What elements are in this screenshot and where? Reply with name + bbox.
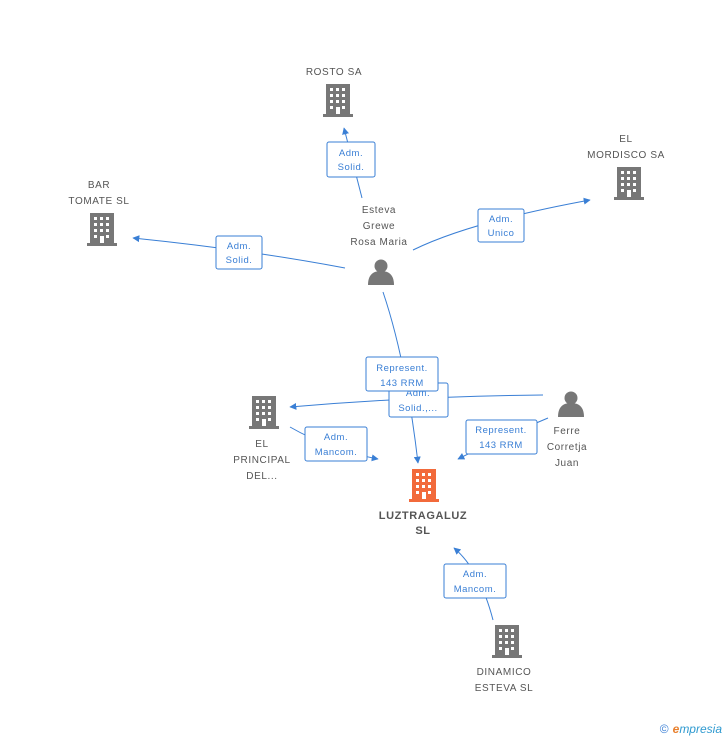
svg-text:Ferre: Ferre <box>554 426 581 437</box>
building-icon <box>614 167 644 200</box>
svg-text:TOMATE SL: TOMATE SL <box>68 196 129 207</box>
svg-text:Rosa Maria: Rosa Maria <box>350 237 407 248</box>
svg-text:DINAMICO: DINAMICO <box>477 667 532 678</box>
svg-text:EL: EL <box>619 134 632 145</box>
node-esteva[interactable]: Esteva Grewe Rosa Maria <box>350 205 407 285</box>
edge-label-principal-luz[interactable]: Adm. Mancom. <box>304 426 368 462</box>
svg-text:Adm.: Adm. <box>227 241 251 252</box>
person-icon <box>368 259 394 285</box>
building-icon <box>492 625 522 658</box>
node-dinamico[interactable]: DINAMICO ESTEVA SL <box>475 625 534 694</box>
edge-label-dinamico-luz[interactable]: Adm. Mancom. <box>443 563 507 599</box>
svg-text:Adm.: Adm. <box>406 388 430 399</box>
svg-text:LUZTRAGALUZ: LUZTRAGALUZ <box>379 510 467 522</box>
building-icon <box>323 84 353 117</box>
brand-initial: e <box>672 722 680 736</box>
node-ferre[interactable]: Ferre Corretja Juan <box>547 391 587 470</box>
brand-footer: ©empresia <box>660 722 722 736</box>
svg-text:Solid.: Solid. <box>338 162 365 173</box>
svg-text:BAR: BAR <box>88 180 110 191</box>
svg-text:Juan: Juan <box>555 458 579 469</box>
edge-label-ferre-luz[interactable]: Represent. 143 RRM <box>465 419 538 455</box>
svg-text:Adm.: Adm. <box>339 148 363 159</box>
svg-text:Mancom.: Mancom. <box>315 447 358 458</box>
node-rosto[interactable]: ROSTO SA <box>306 67 362 117</box>
edge-lines <box>132 127 591 621</box>
svg-text:DEL...: DEL... <box>246 471 277 482</box>
copyright-icon: © <box>659 722 669 736</box>
svg-text:143 RRM: 143 RRM <box>479 440 523 451</box>
node-el-principal[interactable]: EL PRINCIPAL DEL... <box>233 396 290 482</box>
svg-text:Unico: Unico <box>488 228 515 239</box>
building-icon <box>87 213 117 246</box>
svg-text:MORDISCO SA: MORDISCO SA <box>587 150 665 161</box>
svg-text:SL: SL <box>415 525 430 537</box>
svg-text:Represent.: Represent. <box>475 425 526 436</box>
svg-text:Solid.: Solid. <box>226 255 253 266</box>
svg-text:Esteva: Esteva <box>362 205 396 216</box>
svg-text:Grewe: Grewe <box>363 221 395 232</box>
svg-text:Solid.,...: Solid.,... <box>398 403 437 414</box>
svg-text:EL: EL <box>255 439 268 450</box>
edge-label-esteva-rosto[interactable]: Adm. Solid. <box>326 141 376 178</box>
person-icon <box>558 391 584 417</box>
node-bar-tomate[interactable]: BAR TOMATE SL <box>68 180 129 246</box>
building-icon <box>409 469 439 502</box>
svg-text:PRINCIPAL: PRINCIPAL <box>233 455 290 466</box>
building-icon <box>249 396 279 429</box>
svg-text:Mancom.: Mancom. <box>454 584 497 595</box>
svg-text:Adm.: Adm. <box>324 432 348 443</box>
edge-label-esteva-luz[interactable]: Represent. 143 RRM <box>365 356 439 392</box>
svg-text:Adm.: Adm. <box>463 569 487 580</box>
node-mordisco[interactable]: EL MORDISCO SA <box>587 134 665 200</box>
node-luztragaluz[interactable]: LUZTRAGALUZ SL <box>379 469 467 537</box>
svg-text:143 RRM: 143 RRM <box>380 378 424 389</box>
svg-text:Represent.: Represent. <box>376 363 427 374</box>
svg-text:ROSTO SA: ROSTO SA <box>306 67 362 78</box>
edge-label-esteva-mordisco[interactable]: Adm. Unico <box>477 208 525 243</box>
brand-name: mpresia <box>679 722 722 736</box>
edge-label-esteva-bar[interactable]: Adm. Solid. <box>215 235 263 270</box>
svg-text:Corretja: Corretja <box>547 442 587 453</box>
svg-text:ESTEVA SL: ESTEVA SL <box>475 683 534 694</box>
svg-text:Adm.: Adm. <box>489 214 513 225</box>
